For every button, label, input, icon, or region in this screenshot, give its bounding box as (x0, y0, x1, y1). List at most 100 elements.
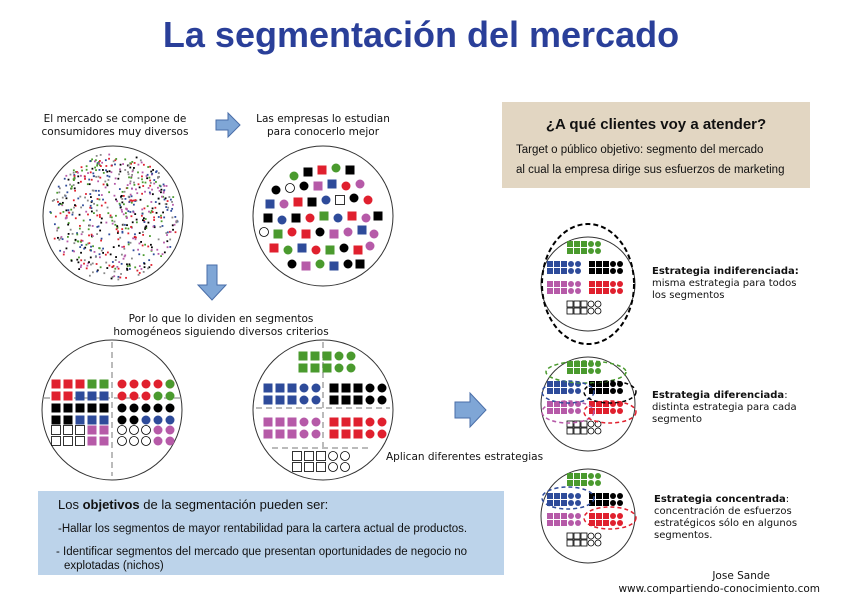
square-shape (275, 429, 285, 439)
consumer-dot (164, 203, 167, 206)
consumer-dot (80, 206, 83, 209)
consumer-dot (149, 192, 152, 195)
square-shape (293, 197, 303, 207)
square-shape (589, 513, 595, 519)
consumer-dot (140, 241, 143, 243)
consumer-dot (127, 243, 130, 246)
square-shape (322, 351, 332, 361)
consumer-dot (130, 195, 133, 198)
square-shape (87, 436, 97, 446)
consumer-dot (59, 212, 62, 215)
square-shape (581, 473, 587, 479)
strategy-undifferentiated: Estrategia indiferenciada: misma estrate… (652, 266, 802, 302)
consumer-dot (127, 210, 130, 213)
square-shape (327, 179, 337, 189)
consumer-dot (112, 246, 115, 249)
consumer-dot (56, 191, 59, 194)
divide-caption: Por lo que lo dividen en segmentos homog… (113, 313, 329, 338)
square-shape (589, 408, 595, 414)
consumer-dot (121, 190, 124, 193)
circle-shape (287, 227, 297, 237)
consumer-dot (111, 276, 114, 278)
consumer-dot (121, 246, 124, 248)
consumer-dot (127, 195, 130, 198)
consumer-dot (104, 201, 107, 204)
consumer-dot (57, 185, 60, 188)
consumer-dot (89, 206, 92, 209)
criteria-segments-circle (252, 339, 394, 481)
consumer-dot (84, 246, 87, 249)
consumer-dot (106, 183, 108, 186)
consumer-dot (166, 231, 169, 234)
consumer-dot (94, 256, 97, 258)
consumer-dot (129, 264, 131, 267)
square-shape (573, 427, 581, 435)
consumer-dot (171, 216, 174, 219)
circle-shape (365, 429, 375, 439)
square-shape (561, 381, 567, 387)
consumer-dot (94, 160, 96, 163)
circle-shape (568, 268, 574, 274)
square-shape (566, 427, 574, 435)
consumer-dot (138, 186, 141, 189)
consumer-dot (119, 236, 122, 239)
circle-shape (343, 259, 353, 269)
circle-shape (363, 195, 373, 205)
circle-shape (299, 417, 309, 427)
square-shape (298, 363, 308, 373)
consumer-dot (96, 214, 99, 217)
square-shape (574, 368, 580, 374)
circle-shape (610, 401, 616, 407)
consumer-dot (95, 209, 98, 212)
consumer-dot (87, 172, 89, 174)
consumer-dot (138, 265, 141, 267)
circle-shape (568, 401, 574, 407)
consumer-dot (165, 185, 168, 187)
square-shape (547, 513, 553, 519)
square-shape (589, 388, 595, 394)
square-shape (554, 388, 560, 394)
consumer-dot (135, 218, 138, 221)
circle-shape (365, 383, 375, 393)
consumer-dot (57, 226, 60, 229)
consumer-dot (60, 203, 63, 206)
consumer-dot (117, 177, 120, 180)
square-shape (554, 513, 560, 519)
consumer-dot (114, 177, 117, 180)
strategy-name: Estrategia concentrada (654, 494, 786, 505)
circle-shape (575, 493, 581, 499)
square-shape (87, 379, 97, 389)
square-shape (63, 425, 73, 435)
consumer-dot (78, 227, 81, 230)
circle-shape (610, 381, 616, 387)
consumer-dot (152, 225, 155, 228)
consumer-dot (133, 183, 136, 186)
consumer-dot (144, 243, 146, 246)
circle-shape (595, 480, 601, 486)
consumer-dot (89, 204, 92, 207)
consumer-dot (163, 198, 166, 201)
consumer-dot (79, 266, 82, 268)
square-shape (580, 532, 588, 540)
consumer-dot (117, 238, 120, 241)
circle-shape (595, 361, 601, 367)
consumer-dot (91, 189, 94, 192)
consumer-dot (157, 252, 160, 255)
square-shape (554, 268, 560, 274)
consumer-dot (105, 261, 108, 264)
consumer-dot (119, 170, 122, 173)
consumer-dot (102, 183, 105, 186)
square-shape (554, 261, 560, 267)
square-shape (329, 383, 339, 393)
square-shape (581, 248, 587, 254)
circle-shape (594, 539, 602, 547)
consumer-dot (174, 216, 177, 218)
square-shape (51, 415, 61, 425)
consumer-dot (84, 196, 86, 199)
circle-shape (341, 181, 351, 191)
consumer-dot (88, 178, 91, 181)
consumer-dot (148, 210, 150, 213)
consumer-dot (163, 189, 166, 192)
square-shape (307, 197, 317, 207)
consumer-dot (147, 267, 149, 270)
